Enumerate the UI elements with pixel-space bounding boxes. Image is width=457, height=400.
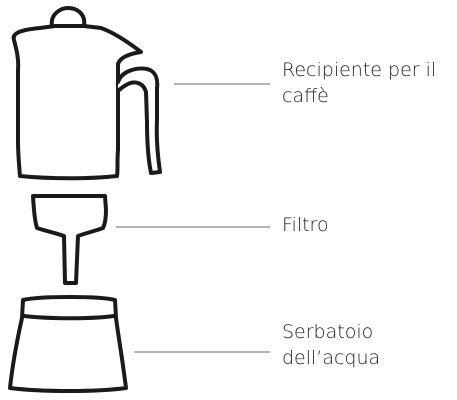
lid-knob (49, 6, 87, 28)
label-water-reservoir: Serbatoio dell’acqua (282, 319, 454, 371)
filter-drawing (31, 194, 108, 285)
label-coffee-container-line-1: Recipiente per il (282, 59, 437, 81)
reservoir-rim (22, 314, 116, 321)
coffee-container-drawing (11, 6, 162, 181)
label-coffee-container-line-2: caffè (282, 85, 329, 107)
label-water-reservoir-line-1: Serbatoio (282, 321, 374, 343)
reservoir-body (8, 295, 128, 393)
container-body (11, 24, 143, 181)
container-handle (116, 66, 162, 175)
reservoir-drawing (8, 295, 128, 393)
label-filter-line-1: Filtro (282, 214, 329, 236)
label-coffee-container: Recipiente per il caffè (282, 57, 454, 109)
filter-funnel (31, 194, 108, 285)
label-filter: Filtro (282, 212, 454, 238)
label-water-reservoir-line-2: dell’acqua (282, 347, 381, 369)
